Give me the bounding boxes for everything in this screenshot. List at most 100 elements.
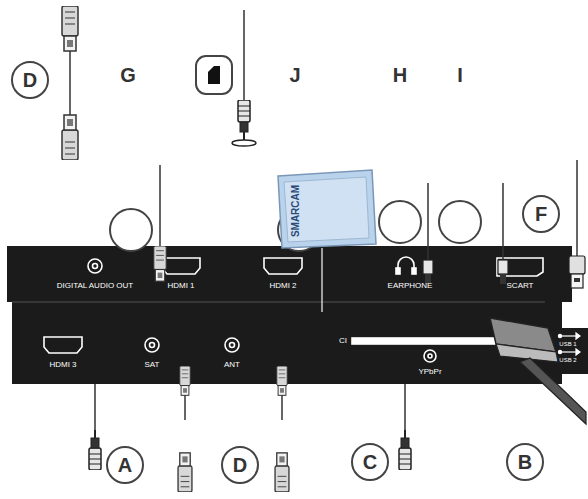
ports-part bbox=[428, 354, 432, 358]
ports-part bbox=[225, 338, 239, 352]
hdmi1-cable bbox=[154, 165, 167, 281]
bottom-hdmi-sat bbox=[178, 366, 192, 492]
usb-symbols-part bbox=[576, 349, 580, 355]
circle-outline bbox=[222, 447, 258, 483]
top-rca-cable-part bbox=[232, 140, 256, 146]
bottom-hdmi-sat-part bbox=[178, 453, 192, 492]
callout-circle: B bbox=[505, 442, 545, 482]
circle-outline bbox=[352, 444, 388, 480]
callout-letter: D bbox=[233, 455, 247, 475]
port-label: SCART bbox=[507, 282, 534, 290]
top-hdmi-cable-part bbox=[62, 115, 78, 160]
top-hdmi-cable bbox=[62, 6, 78, 160]
top-rca-cable-part bbox=[238, 100, 250, 140]
callout-letter: C bbox=[363, 452, 377, 472]
bottom-rca-c-part bbox=[404, 384, 406, 432]
bottom-hdmi-ant-part bbox=[275, 453, 289, 492]
usb-symbols-part bbox=[560, 351, 576, 352]
ports-part bbox=[150, 343, 155, 348]
ports-part bbox=[145, 338, 159, 352]
top-rca-cable-part bbox=[243, 10, 245, 104]
port-label: USB 2 bbox=[559, 357, 576, 363]
callout-letter: J bbox=[289, 65, 300, 85]
callout-circle: D bbox=[220, 445, 260, 485]
callout-letter: B bbox=[518, 452, 532, 472]
smart-card-part bbox=[321, 248, 323, 312]
hdmi1-cable-part bbox=[154, 246, 167, 281]
ports-part bbox=[93, 264, 98, 269]
port-label: ANT bbox=[224, 361, 240, 369]
circle-outline bbox=[12, 62, 48, 98]
empty-callout-circles-part bbox=[110, 209, 152, 251]
usb-symbols-part bbox=[558, 350, 561, 353]
ports-part bbox=[162, 258, 200, 274]
callout-letter: F bbox=[535, 204, 547, 224]
top-hdmi-cable-part bbox=[62, 6, 78, 51]
ports-part bbox=[424, 350, 436, 362]
usb-cable-part bbox=[569, 256, 585, 274]
ports bbox=[44, 257, 543, 362]
bottom-rca-a-part bbox=[89, 430, 101, 470]
callout-circle: C bbox=[350, 442, 390, 482]
ports-part bbox=[44, 337, 82, 353]
usb-cable-part bbox=[576, 160, 578, 258]
callout-letter: G bbox=[120, 65, 136, 85]
bottom-rca-c-part bbox=[399, 430, 411, 470]
earphone-cable bbox=[423, 183, 433, 284]
scart-cable-part bbox=[502, 183, 504, 262]
bottom-rca-c bbox=[399, 384, 411, 470]
usb-cable-part bbox=[574, 278, 580, 282]
port-label: EARPHONE bbox=[388, 282, 433, 290]
callout-circle: D bbox=[10, 60, 50, 100]
callout-circle: A bbox=[105, 445, 145, 485]
ports-part bbox=[230, 343, 235, 348]
usb-cable bbox=[569, 160, 585, 288]
scart-cable-part bbox=[500, 274, 506, 284]
callout-letter: A bbox=[118, 455, 132, 475]
smart-card bbox=[278, 170, 376, 312]
smart-card-part bbox=[284, 177, 369, 242]
ports-part bbox=[88, 259, 102, 273]
callout-letter: D bbox=[23, 70, 37, 90]
usb-cable-part bbox=[571, 274, 583, 288]
panel-part bbox=[7, 246, 572, 302]
smart-card-part bbox=[278, 170, 376, 248]
earphone-cable-part bbox=[423, 260, 433, 274]
port-label: YPbPr bbox=[418, 368, 441, 376]
port-label: CI bbox=[339, 337, 347, 345]
callout-letter: I bbox=[457, 65, 463, 85]
empty-callout-circles-part bbox=[439, 201, 481, 243]
usb-symbols bbox=[558, 333, 580, 355]
bottom-rca-a bbox=[89, 384, 101, 470]
ports-part bbox=[264, 258, 302, 274]
top-rca-cable bbox=[232, 10, 256, 146]
bottom-hdmi-ant bbox=[275, 366, 289, 492]
usb-symbols-part bbox=[560, 335, 576, 336]
hdmi1-cable-part bbox=[154, 246, 167, 281]
optical-symbol-part bbox=[208, 66, 220, 84]
bottom-hdmi-sat-part bbox=[178, 453, 192, 492]
port-label: DIGITAL AUDIO OUT bbox=[57, 282, 133, 290]
empty-callout-circles-part bbox=[379, 201, 421, 243]
scart-cable-part bbox=[498, 260, 508, 274]
optical-symbol bbox=[196, 56, 232, 94]
bottom-rca-a-part bbox=[89, 430, 101, 470]
card-brand: SMARCAM bbox=[291, 185, 301, 237]
port-label: SAT bbox=[145, 361, 160, 369]
circle-outline bbox=[507, 444, 543, 480]
ports-part bbox=[396, 268, 400, 274]
port-label: HDMI 2 bbox=[269, 282, 296, 290]
optical-symbol-part bbox=[208, 66, 214, 72]
callout-letter: H bbox=[393, 65, 407, 85]
scart-connector-part bbox=[520, 358, 586, 424]
bottom-rca-a-part bbox=[94, 384, 96, 432]
scart-cable bbox=[498, 183, 508, 284]
port-label: HDMI 1 bbox=[167, 282, 194, 290]
bottom-hdmi-ant-part bbox=[275, 453, 289, 492]
top-hdmi-cable-part bbox=[62, 115, 78, 160]
optical-symbol-part bbox=[196, 56, 232, 94]
usb-symbols-part bbox=[558, 334, 561, 337]
bottom-hdmi-sat-part bbox=[180, 366, 190, 395]
scart-connector bbox=[490, 318, 586, 424]
